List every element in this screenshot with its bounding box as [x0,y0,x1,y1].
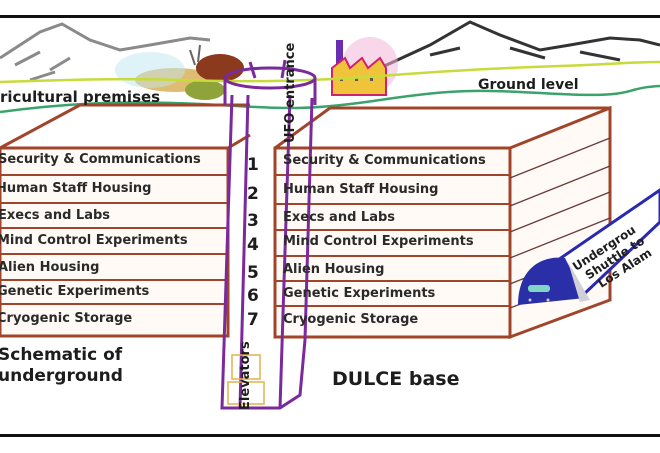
right-level-4: Mind Control Experiments [283,234,474,249]
elevators-label: Elevators [238,341,253,410]
elevator-shaft [220,59,317,410]
page-title: DULCE base [332,368,460,390]
level-number-7: 7 [247,310,259,330]
left-level-5: Alien Housing [0,260,100,275]
left-level-4: Mind Control Experiments [0,233,188,248]
mountain-icon [0,22,211,82]
level-number-2: 2 [247,184,259,204]
level-number-4: 4 [247,235,259,255]
left-level-2: Human Staff Housing [0,181,152,196]
right-level-6: Genetic Experiments [283,286,436,301]
ground-line-yellow [0,60,660,84]
tunnel [518,188,660,305]
agricultural-premises-label: ricultural premises [0,88,161,106]
subtitle-line-2: underground [0,366,123,386]
level-number-6: 6 [247,286,259,306]
shuttle-train-icon [528,285,550,302]
subtitle-line-1: Schematic of [0,345,123,365]
ground-line-green [0,84,660,114]
left-level-7: Cryogenic Storage [0,311,133,326]
bottom-border [0,434,660,437]
right-level-3: Execs and Labs [283,210,396,225]
left-building-box [0,103,251,338]
right-level-7: Cryogenic Storage [283,312,419,327]
ground-level-label: Ground level [478,77,579,93]
level-number-3: 3 [247,211,259,231]
top-border [0,15,660,18]
left-level-1: Security & Communications [0,152,201,167]
right-level-1: Security & Communications [283,153,486,168]
left-level-3: Execs and Labs [0,208,111,223]
left-level-6: Genetic Experiments [0,284,150,299]
right-level-2: Human Staff Housing [283,182,439,197]
mountain-icon [379,20,660,70]
level-number-5: 5 [247,263,259,283]
factory-icon [331,37,398,96]
ufo-entrance-label: UFO entrance [283,42,298,143]
schematic-subtitle: Schematic of underground [0,345,123,387]
right-level-5: Alien Housing [283,262,385,277]
level-number-1: 1 [247,155,259,175]
